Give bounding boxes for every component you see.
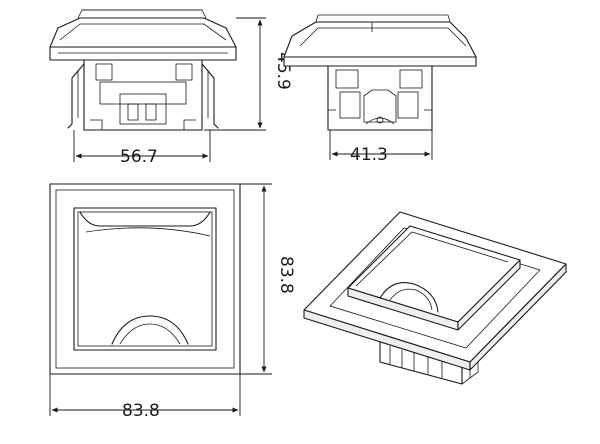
iso-rocker-indicator-arc xyxy=(379,282,439,313)
front-mechanism-body xyxy=(83,59,203,131)
isometric-view xyxy=(303,211,567,385)
front-rocker-cover xyxy=(49,17,237,48)
face-width-label: 83.8 xyxy=(122,401,160,421)
face-rocker-indicator-arc xyxy=(111,315,189,345)
face-height-label: 83.8 xyxy=(276,256,296,294)
side-width-label: 41.3 xyxy=(350,145,388,165)
face-inner-frame xyxy=(73,207,217,351)
face-view: 83.8 83.8 xyxy=(49,183,296,421)
front-right-claw xyxy=(201,63,219,129)
side-rocker-cover xyxy=(283,21,477,58)
front-frame-plate xyxy=(49,46,237,61)
face-rocker-top-edge xyxy=(79,211,211,227)
side-view: 41.3 xyxy=(283,14,477,165)
front-left-claw xyxy=(67,63,85,129)
front-width-label: 56.7 xyxy=(120,147,158,167)
side-frame-plate xyxy=(283,56,477,67)
front-view: 56.7 45.9 xyxy=(49,9,293,167)
side-mechanism-body xyxy=(327,65,433,131)
